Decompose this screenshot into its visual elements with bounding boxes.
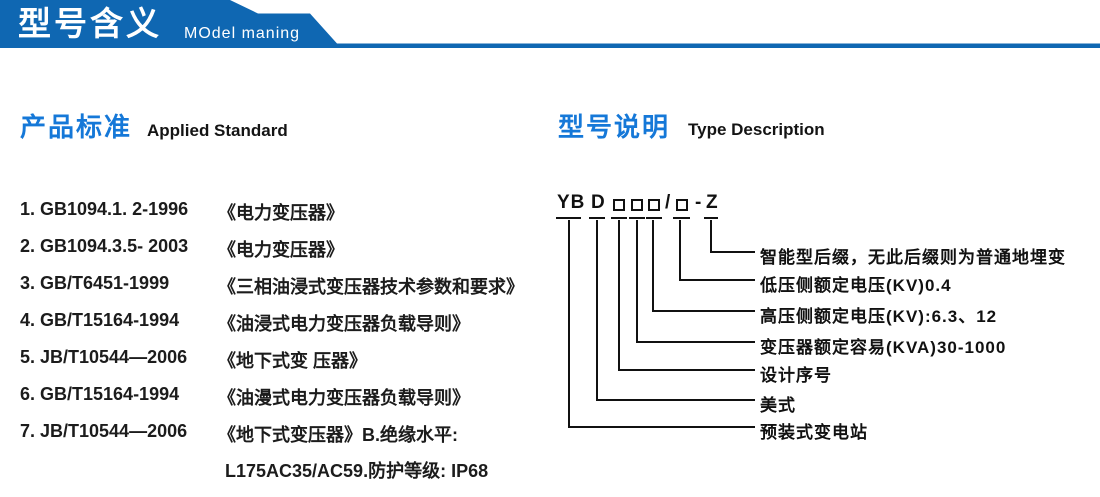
standard-code: 6. GB/T15164-1994 <box>20 384 180 404</box>
code-label-serial: 设计序号 <box>760 366 832 385</box>
standard-name: 《地下式变 压器》 <box>218 351 368 371</box>
standards-title: 产品标准 <box>20 112 133 142</box>
code-seg-z: Z <box>706 192 718 213</box>
standard-name: 《电力变压器》 <box>218 240 344 260</box>
page-title-en: MOdel maning <box>184 25 301 42</box>
standard-code: 7. JB/T10544—2006 <box>20 421 188 441</box>
banner-polygon <box>0 0 1100 48</box>
code-label-hv: 高压侧额定电压(KV):6.3、12 <box>760 307 998 326</box>
standard-name: 《油漫式电力变压器负载导则》 <box>218 388 470 408</box>
connector-box3 <box>652 220 755 312</box>
code-box-3 <box>648 199 660 211</box>
connector-d <box>596 220 755 401</box>
code-label-kva: 变压器额定容易(KVA)30-1000 <box>760 338 1007 357</box>
standard-code: 3. GB/T6451-1999 <box>20 273 170 293</box>
standard-item-continuation: L175AC35/AC59.防护等级: IP68 <box>225 461 489 481</box>
code-box-2 <box>631 199 643 211</box>
code-label-z: 智能型后缀，无此后缀则为普通地埋变 <box>760 248 1066 267</box>
code-box-4 <box>676 199 688 211</box>
model-title: 型号说明 <box>558 112 671 142</box>
model-title-en: Type Description <box>688 120 825 139</box>
code-seg-d: D <box>591 192 605 213</box>
connector-box4 <box>679 220 755 281</box>
code-seg-yb: YB <box>557 192 586 213</box>
underline-box4 <box>673 217 690 219</box>
code-label-lv: 低压侧额定电压(KV)0.4 <box>760 276 952 295</box>
standard-code: 5. JB/T10544—2006 <box>20 347 188 367</box>
underline-box2 <box>629 217 645 219</box>
standard-code: 1. GB1094.1. 2-1996 <box>20 199 189 219</box>
code-label-substation: 预装式变电站 <box>760 423 868 442</box>
connector-lines-svg <box>568 220 755 428</box>
header-banner: 型号含义 MOdel maning <box>0 0 1100 50</box>
underline-d <box>589 217 605 219</box>
banner-shape-svg <box>0 0 1100 48</box>
standards-title-en: Applied Standard <box>147 121 288 140</box>
standard-name: 《地下式变压器》B.绝缘水平: <box>218 425 458 445</box>
page-title: 型号含义 <box>18 5 162 42</box>
connector-box1 <box>618 220 755 371</box>
code-seg-slash: / <box>665 192 671 213</box>
standard-name: 《电力变压器》 <box>218 203 344 223</box>
model-code-diagram: YB D / - Z 智能型后缀，无此后 <box>550 185 1100 465</box>
connector-box2 <box>636 220 755 343</box>
code-label-style: 美式 <box>760 396 796 415</box>
connector-yb <box>568 220 755 428</box>
connector-z <box>710 220 755 253</box>
underline-box1 <box>611 217 627 219</box>
underline-yb <box>556 217 581 219</box>
underline-box3 <box>646 217 662 219</box>
standard-name: 《三相油浸式变压器技术参数和要求》 <box>218 277 524 297</box>
code-box-1 <box>613 199 625 211</box>
standard-code: 2. GB1094.3.5- 2003 <box>20 236 189 256</box>
code-seg-dash: - <box>695 192 702 213</box>
underline-z <box>704 217 718 219</box>
standard-name: 《油浸式电力变压器负载导则》 <box>218 314 470 334</box>
standard-code: 4. GB/T15164-1994 <box>20 310 180 330</box>
